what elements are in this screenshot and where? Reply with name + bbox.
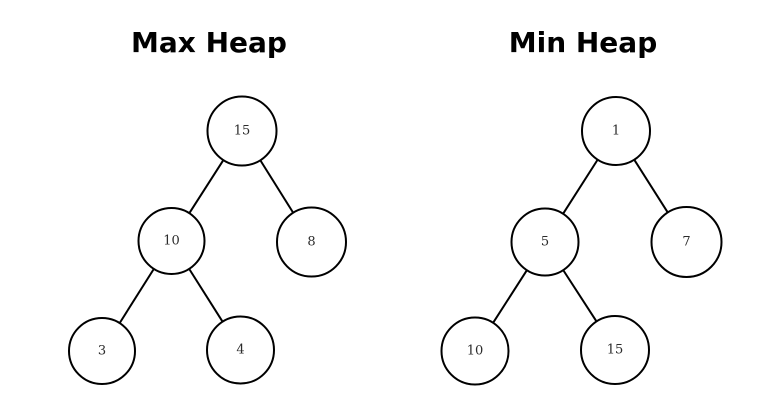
node-circle[interactable] [440,316,510,386]
tree-edge [562,269,598,323]
tree-edge [562,159,599,215]
edges-layer [118,159,669,324]
node-value-label: 10 [163,234,180,249]
tree-node[interactable]: 3 [68,317,136,385]
node-circle[interactable] [581,96,651,166]
tree-node[interactable]: 10 [440,316,510,386]
tree-node[interactable]: 15 [206,95,278,167]
tree-edge [188,159,225,214]
node-value-label: 15 [607,343,624,358]
tree-edge [118,268,155,324]
node-value-label: 7 [682,235,690,250]
node-circle[interactable] [510,207,580,277]
titles-layer: Max Heap Min Heap [131,26,657,59]
node-circle[interactable] [580,315,650,385]
tree-node[interactable]: 8 [276,206,347,278]
tree-node[interactable]: 5 [510,207,580,277]
node-value-label: 10 [467,344,484,359]
tree-edge [633,159,669,213]
node-value-label: 4 [236,343,244,358]
node-circle[interactable] [206,315,275,385]
tree-node[interactable]: 4 [206,315,275,385]
tree-edge [492,269,528,324]
tree-node[interactable]: 7 [650,206,723,278]
node-circle[interactable] [276,206,347,278]
node-value-label: 5 [541,235,549,250]
min-heap-title: Min Heap [509,26,658,59]
node-value-label: 15 [234,124,251,139]
tree-edge [188,268,224,323]
node-circle[interactable] [137,207,206,275]
max-heap-title: Max Heap [131,26,287,59]
tree-node[interactable]: 15 [580,315,650,385]
tree-node[interactable]: 10 [137,207,206,275]
node-circle[interactable] [650,206,723,278]
node-circle[interactable] [68,317,136,385]
node-circle[interactable] [206,95,278,167]
node-value-label: 1 [612,124,620,139]
node-value-label: 8 [307,235,315,250]
node-value-label: 3 [98,344,106,359]
tree-edge [259,159,295,214]
tree-node[interactable]: 1 [581,96,651,166]
